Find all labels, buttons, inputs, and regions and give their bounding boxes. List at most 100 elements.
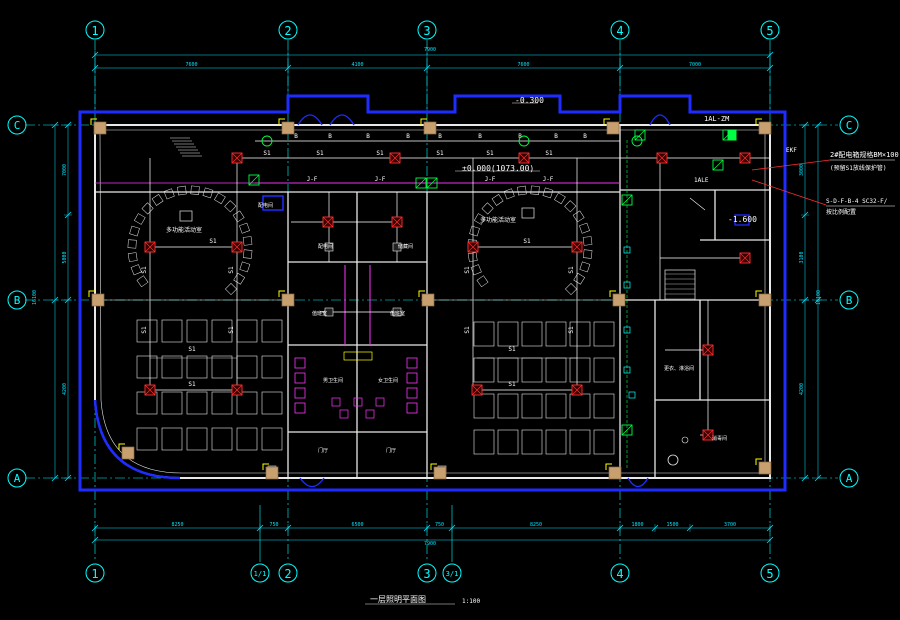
panel-icon — [727, 129, 737, 141]
dim-text: 8250 — [171, 522, 183, 528]
desk — [261, 427, 283, 451]
structural-column — [423, 121, 437, 135]
circuit-label: S1 — [228, 326, 235, 334]
junction-icon — [628, 391, 636, 399]
room-label: 值班室 — [390, 310, 405, 317]
toilet — [406, 402, 418, 414]
axis-bubble — [250, 563, 270, 583]
switch-icon — [712, 159, 724, 171]
seat — [163, 188, 175, 200]
seat — [151, 194, 164, 206]
drawing-title: 一层照明平面图 — [370, 595, 426, 604]
structural-column — [281, 293, 295, 307]
stair — [664, 269, 696, 301]
seat — [554, 192, 566, 205]
structural-column — [608, 466, 622, 480]
column-mark — [278, 118, 285, 125]
circuit-label: S1 — [141, 266, 148, 274]
structural-column — [606, 121, 620, 135]
room-label: 消毒间 — [712, 435, 727, 442]
door-swing — [299, 477, 325, 488]
circuit-label: S1 — [376, 150, 384, 157]
seat — [129, 225, 140, 237]
axis-label: 2 — [284, 567, 291, 581]
desk — [545, 357, 567, 383]
seat — [582, 236, 593, 246]
axis-label: 3 — [423, 24, 430, 38]
desk — [497, 357, 519, 383]
switch-icon — [248, 174, 260, 186]
circuit-label: B — [294, 133, 298, 140]
desk — [521, 429, 543, 455]
outlet-icon — [261, 135, 273, 147]
axis-label: B — [14, 294, 21, 307]
podium — [521, 207, 535, 219]
lamp-icon — [392, 242, 402, 252]
circuit-label: S1 — [263, 150, 271, 157]
leader-line — [751, 179, 827, 206]
elev-mid-label: ±0.000(1073.00) — [462, 164, 534, 173]
structural-column — [433, 466, 447, 480]
light-fixture-icon — [739, 252, 751, 264]
seat — [224, 200, 237, 213]
column-mark — [609, 290, 616, 297]
desk — [261, 355, 283, 379]
desk — [521, 357, 543, 383]
dim-text: 5000 — [62, 251, 68, 263]
top-total-dim: 7900 — [424, 47, 436, 53]
light-fixture-icon — [391, 216, 403, 228]
axis-bubble — [278, 563, 298, 583]
switch-icon — [415, 177, 427, 189]
dim-text: 7000 — [689, 62, 701, 68]
callout-2: S-D-F-B-4 SC32-F/ — [826, 198, 888, 205]
desk — [545, 429, 567, 455]
switch-icon — [426, 177, 438, 189]
axis-bubble — [7, 468, 27, 488]
circuit-label: B — [366, 133, 370, 140]
structural-column — [91, 293, 105, 307]
circuit-label: B — [478, 133, 482, 140]
axis-label: 2 — [284, 24, 291, 38]
junction-icon — [623, 326, 631, 334]
desk — [236, 427, 258, 451]
vanity — [343, 351, 373, 361]
seat — [470, 264, 482, 276]
desk — [593, 357, 615, 383]
callout-1b: (预留S1放线保护管) — [830, 164, 886, 172]
room-label: 男卫生间 — [323, 377, 343, 384]
desk — [545, 321, 567, 347]
desk — [473, 321, 495, 347]
light-fixture-icon — [571, 241, 583, 253]
structural-column — [421, 293, 435, 307]
seat — [130, 264, 142, 276]
dim-text: 750 — [435, 522, 444, 528]
desk — [186, 427, 208, 451]
axis-label: 5 — [766, 24, 773, 38]
column-mark — [755, 458, 762, 465]
circuit-label: S1 — [508, 346, 516, 353]
desk — [161, 319, 183, 343]
dim-text: 3700 — [724, 522, 736, 528]
seat — [517, 185, 527, 196]
switch-icon — [712, 159, 724, 171]
desk — [236, 391, 258, 415]
door-swing — [627, 477, 649, 488]
circuit-label: J-F — [307, 176, 318, 183]
seat — [473, 213, 486, 225]
fixture — [681, 436, 689, 444]
dim-text: 6500 — [351, 522, 363, 528]
bottom-total-dim: 7900 — [424, 541, 436, 547]
desk — [261, 319, 283, 343]
column-mark — [118, 443, 125, 450]
room-label: 门厅 — [318, 447, 328, 454]
circuit-label: S1 — [464, 266, 471, 274]
axis-bubble — [839, 115, 859, 135]
axis-bubble — [85, 563, 105, 583]
seat — [239, 261, 251, 273]
axis-label: A — [14, 472, 21, 485]
desk — [236, 319, 258, 343]
switch-icon — [621, 424, 633, 436]
desk — [186, 319, 208, 343]
